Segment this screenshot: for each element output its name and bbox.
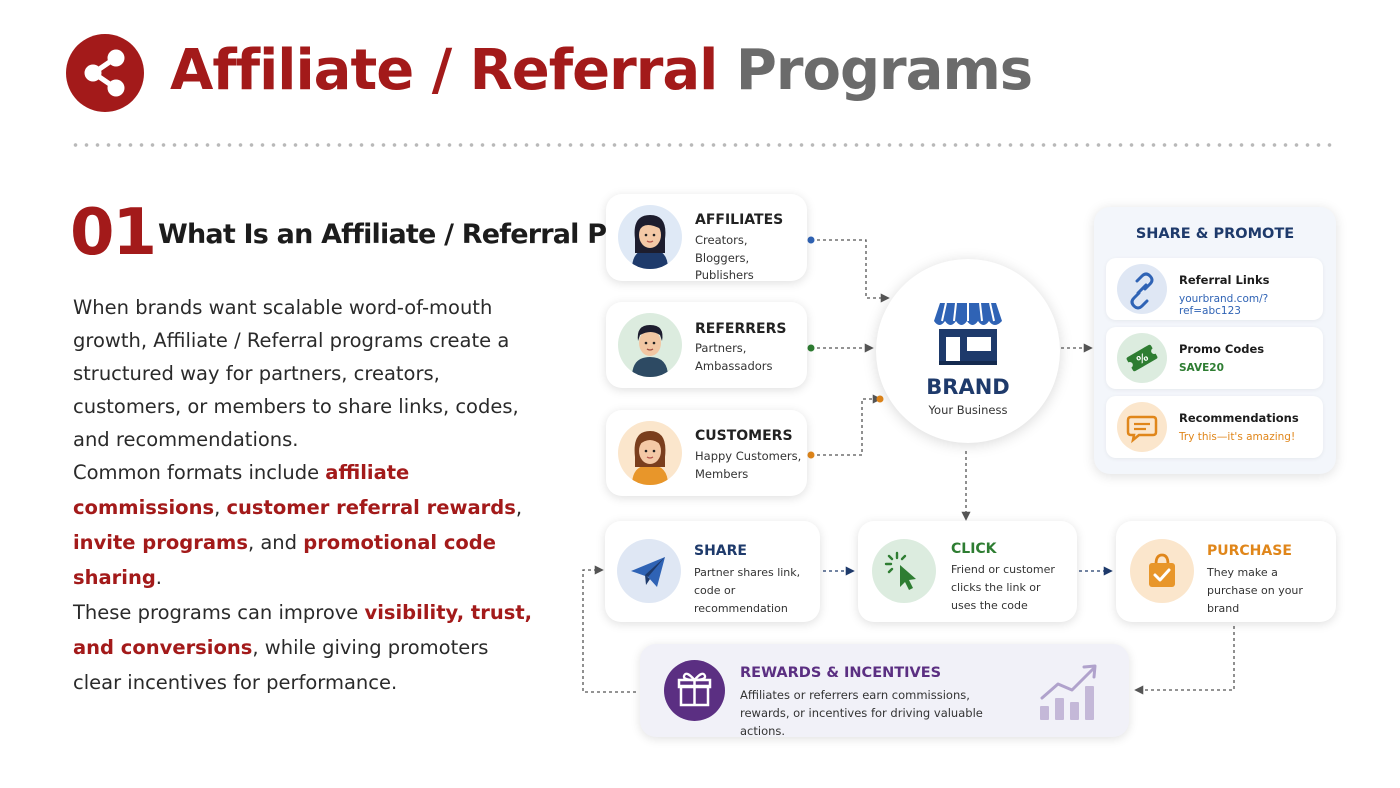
benefits-paragraph: These programs can improve visibility, t…: [73, 601, 533, 694]
share-item-label: Referral Links: [1179, 273, 1270, 287]
highlight-affiliate-commissions: affiliate commissions: [73, 461, 410, 519]
highlight-invite-programs: invite programs: [73, 531, 248, 554]
step-card-purchase: PURCHASE They make a purchase on your br…: [1116, 521, 1336, 622]
growth-chart-icon: [1040, 664, 1097, 720]
share-item-label: Promo Codes: [1179, 342, 1265, 356]
title-part-1: Affiliate / Referral: [170, 38, 718, 103]
share-promote-panel: SHARE & PROMOTE Referral Links yourbrand…: [1094, 207, 1336, 474]
highlight-customer-referral-rewards: customer referral rewards: [226, 496, 516, 519]
share-item-label: Recommendations: [1179, 411, 1299, 425]
share-promote-title: SHARE & PROMOTE: [1135, 226, 1295, 242]
highlight-visibility-trust-conversions: visibility, trust, and conversions: [73, 601, 533, 659]
gift-icon: [664, 660, 725, 721]
highlight-promotional-code-sharing: promotional code sharing: [73, 531, 496, 589]
woman-avatar-icon: [618, 205, 682, 269]
step-description: Partner shares link, code or recommendat…: [694, 566, 801, 615]
role-title: CUSTOMERS: [695, 428, 793, 444]
chat-bubble-icon: [1117, 402, 1167, 452]
role-title: AFFILIATES: [695, 212, 784, 228]
step-card-share: SHARE Partner shares link, code or recom…: [605, 521, 820, 622]
share-item-promo-codes: % Promo Codes SAVE20: [1106, 327, 1323, 389]
role-title: REFERRERS: [695, 321, 787, 337]
step-description: They make a purchase on your brand: [1207, 566, 1303, 615]
step-title: CLICK: [951, 541, 997, 557]
brand-node: BRAND Your Business: [876, 259, 1060, 443]
step-description: Friend or customer clicks the link or us…: [951, 563, 1055, 612]
step-card-click: CLICK Friend or customer clicks the link…: [858, 521, 1077, 622]
share-item-value: Try this—it's amazing!: [1179, 431, 1296, 443]
rewards-description: Affiliates or referrers earn commissions…: [740, 688, 983, 738]
section-number: 01: [70, 196, 157, 270]
step-title: SHARE: [694, 543, 747, 559]
role-description: Partners, Ambassadors: [695, 341, 773, 373]
role-description: Creators, Bloggers, Publishers: [695, 233, 754, 282]
link-icon: [1117, 264, 1167, 314]
rewards-card: REWARDS & INCENTIVES Affiliates or refer…: [640, 644, 1129, 738]
role-description: Happy Customers, Members: [695, 449, 802, 481]
coupon-icon: %: [1117, 333, 1167, 383]
title-part-2: Programs: [735, 38, 1033, 103]
formats-paragraph: Common formats include affiliate commiss…: [73, 461, 523, 589]
woman-customer-avatar-icon: [618, 421, 682, 485]
storefront-icon: [934, 302, 1002, 365]
role-card-affiliates: AFFILIATES Creators, Bloggers, Publisher…: [606, 194, 807, 282]
brand-name: BRAND: [926, 375, 1010, 399]
dotted-divider: [70, 142, 1338, 148]
share-item-value: yourbrand.com/?ref=abc123: [1179, 293, 1269, 317]
share-icon: [66, 34, 144, 112]
shopping-bag-icon: [1130, 539, 1194, 603]
share-item-value: SAVE20: [1179, 362, 1224, 374]
page-title: Affiliate / Referral Programs: [170, 38, 1033, 103]
share-item-referral-links: Referral Links yourbrand.com/?ref=abc123: [1106, 258, 1323, 320]
man-avatar-icon: [618, 313, 682, 377]
cursor-click-icon: [872, 539, 936, 603]
role-card-referrers: REFERRERS Partners, Ambassadors: [606, 302, 807, 388]
share-item-recommendations: Recommendations Try this—it's amazing!: [1106, 396, 1323, 458]
paper-plane-icon: [617, 539, 681, 603]
intro-paragraph: When brands want scalable word-of-mouth …: [73, 296, 519, 451]
brand-subtitle: Your Business: [928, 403, 1008, 417]
role-card-customers: CUSTOMERS Happy Customers, Members: [606, 410, 807, 496]
rewards-title: REWARDS & INCENTIVES: [740, 665, 942, 681]
step-title: PURCHASE: [1207, 543, 1292, 559]
